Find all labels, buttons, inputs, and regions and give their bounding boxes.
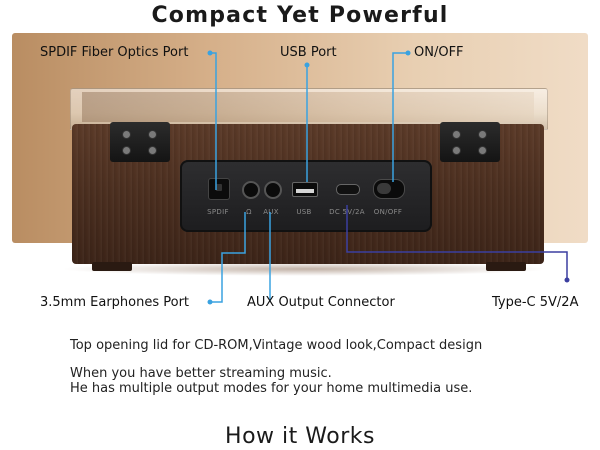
description-line-2: When you have better streaming music. bbox=[70, 366, 332, 381]
description-line-1: Top opening lid for CD-ROM,Vintage wood … bbox=[70, 338, 483, 353]
hinge-left bbox=[110, 122, 170, 162]
earphone-jack bbox=[242, 181, 260, 199]
callout-aux: AUX Output Connector bbox=[247, 295, 395, 310]
callout-spdif: SPDIF Fiber Optics Port bbox=[40, 45, 189, 60]
hinge-right bbox=[440, 122, 500, 162]
usb-port bbox=[292, 182, 318, 197]
power-switch bbox=[373, 179, 405, 199]
device-shadow bbox=[60, 262, 550, 276]
spdif-port bbox=[208, 178, 230, 200]
usb-label: USB bbox=[296, 208, 312, 216]
screw-icon bbox=[122, 130, 131, 139]
power-switch-label: ON/OFF bbox=[373, 208, 403, 216]
screw-icon bbox=[148, 146, 157, 155]
aux-label: AUX bbox=[263, 208, 279, 216]
section-title: How it Works bbox=[225, 424, 375, 449]
earphone-label: Ω bbox=[246, 208, 252, 216]
screw-icon bbox=[122, 146, 131, 155]
port-panel: SPDIF Ω AUX USB DC 5V/2A ON/OFF bbox=[180, 160, 432, 232]
aux-jack bbox=[264, 181, 282, 199]
device-foot-left bbox=[92, 262, 132, 271]
screw-icon bbox=[478, 130, 487, 139]
callout-onoff: ON/OFF bbox=[414, 45, 464, 60]
typec-label: DC 5V/2A bbox=[329, 208, 365, 216]
description-line-3: He has multiple output modes for your ho… bbox=[70, 381, 473, 396]
callout-usb: USB Port bbox=[280, 45, 337, 60]
screw-icon bbox=[452, 130, 461, 139]
screw-icon bbox=[452, 146, 461, 155]
typec-port bbox=[336, 184, 360, 195]
lid-reflection bbox=[82, 92, 534, 122]
screw-icon bbox=[148, 130, 157, 139]
callout-typec: Type-C 5V/2A bbox=[492, 295, 579, 310]
screw-icon bbox=[478, 146, 487, 155]
device-foot-right bbox=[486, 262, 526, 271]
page-title: Compact Yet Powerful bbox=[151, 3, 449, 28]
callout-earphones: 3.5mm Earphones Port bbox=[40, 295, 190, 310]
